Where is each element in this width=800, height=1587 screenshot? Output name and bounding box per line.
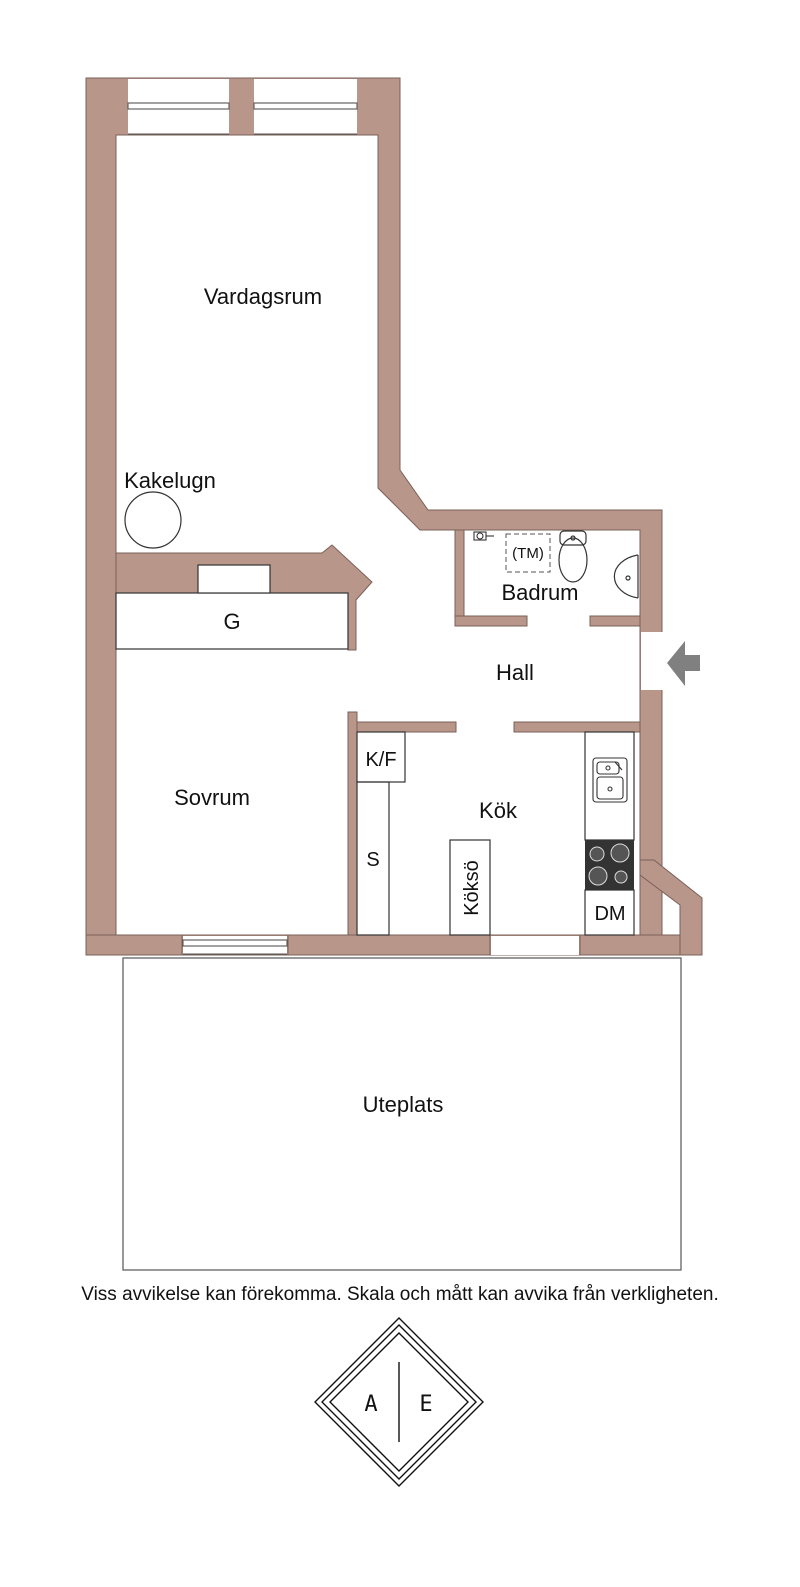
stove-icon [585,840,634,890]
shower-tap-icon [473,531,494,541]
label-g: G [223,609,240,634]
label-badrum: Badrum [501,580,578,605]
label-kok: Kök [479,798,518,823]
wardrobe-notch [197,564,271,594]
walls [85,77,663,956]
shower-icon [505,533,551,573]
sink-icon [592,757,628,803]
toilet-icon [558,530,588,583]
entrance-arrow-icon [667,641,700,686]
label-sovrum: Sovrum [174,785,250,810]
logo-letter-left: A [364,1392,377,1417]
label-koksö: Köksö [461,860,483,916]
logo-letter-right: E [419,1392,432,1417]
windows [127,102,358,955]
tile-stove-icon [124,491,182,549]
label-hall: Hall [496,660,534,685]
washbasin-icon [613,554,639,599]
label-vardagsrum: Vardagsrum [204,284,322,309]
interior-walls [85,529,703,956]
label-kakelugn: Kakelugn [124,468,216,493]
terrace-outline [122,957,682,1271]
label-tm: (TM) [512,545,544,562]
label-kf: K/F [365,749,396,771]
label-dm: DM [594,903,625,925]
label-uteplats: Uteplats [363,1092,444,1117]
disclaimer-text: Viss avvikelse kan förekomma. Skala och … [81,1284,719,1305]
kitchen-cabinets [356,731,635,936]
ae-logo [314,1317,484,1487]
label-s: S [366,849,379,871]
